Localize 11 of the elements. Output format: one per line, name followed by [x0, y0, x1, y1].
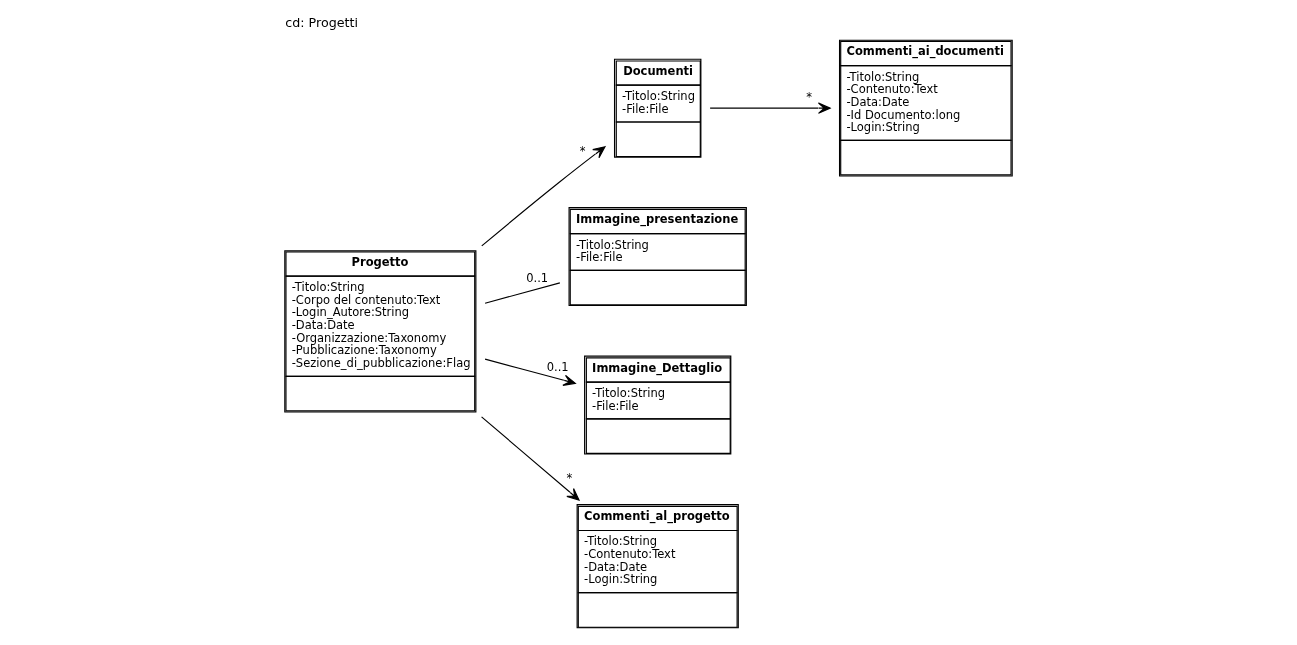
edge-label: 0..1 [546, 360, 569, 375]
connector [484, 282, 561, 304]
edge-label: 0..1 [526, 270, 549, 285]
arrow [481, 146, 606, 247]
edge-label: * [579, 143, 586, 158]
arrow [481, 416, 580, 501]
edge-label: * [806, 90, 813, 105]
diagram-title: cd: Progetti [285, 15, 358, 31]
arrow [709, 102, 831, 114]
edge-label: * [566, 470, 573, 485]
arrow [484, 358, 576, 386]
